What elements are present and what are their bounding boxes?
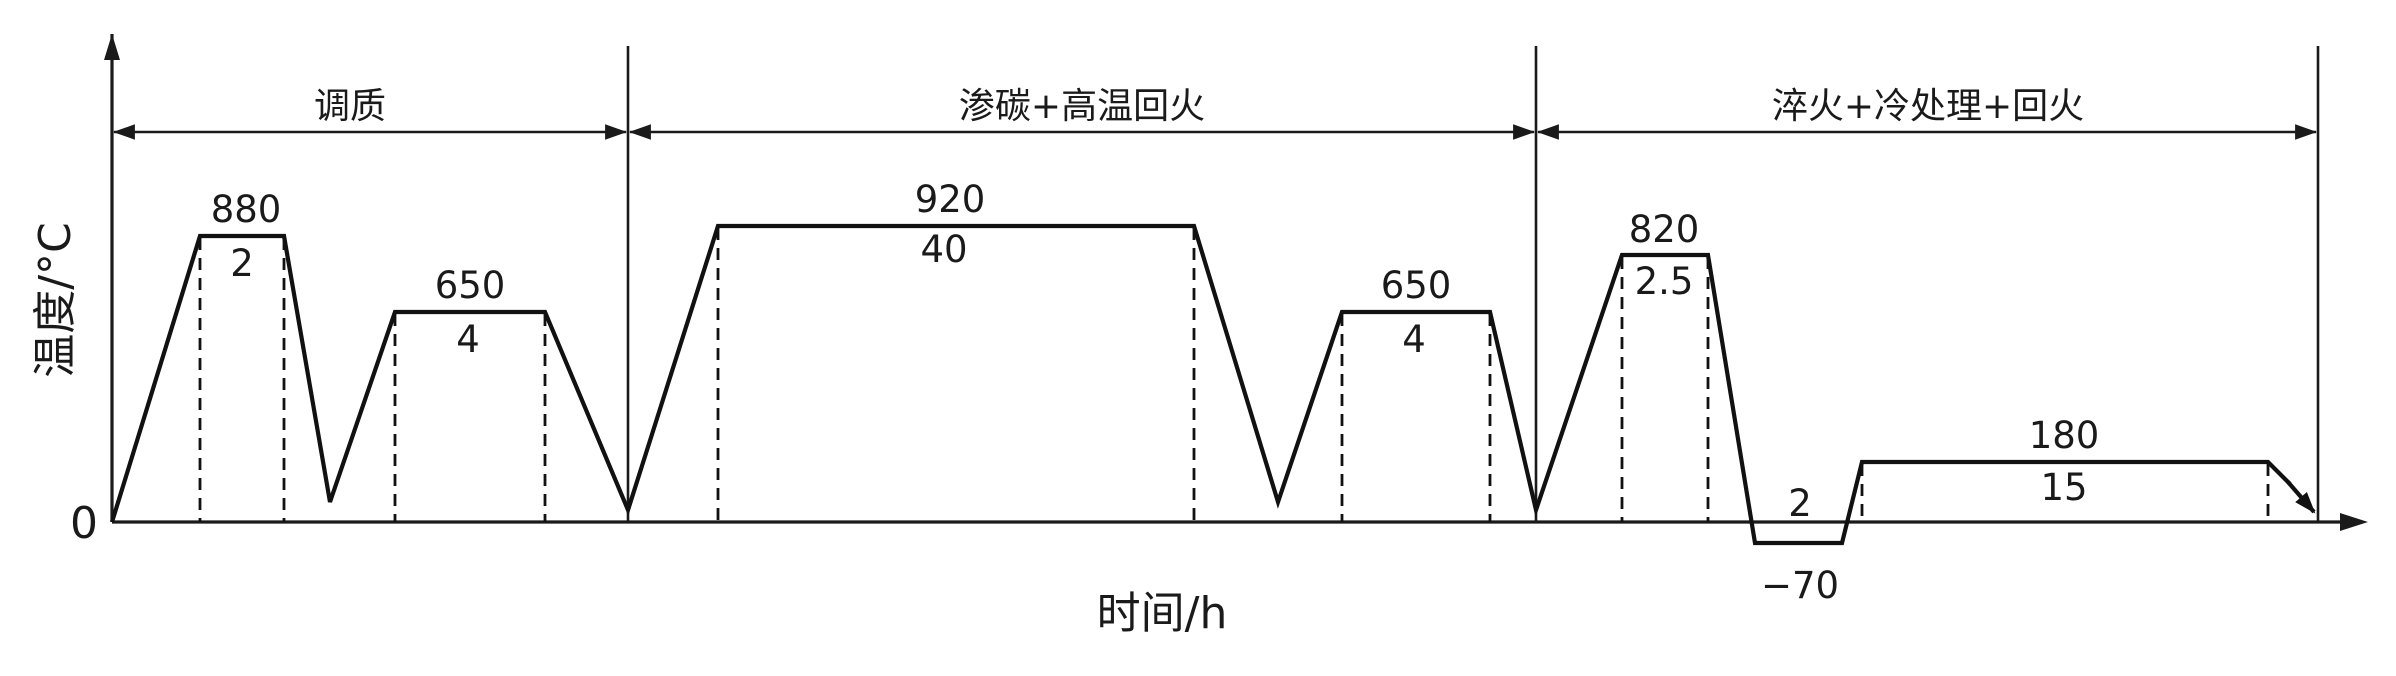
hold-time-label: 4 [1402, 318, 1426, 361]
hold-time-label: 40 [920, 228, 967, 271]
hold-time-label: 2 [1788, 482, 1812, 525]
x-axis-label: 时间/h [1097, 588, 1228, 639]
stage-label-2: 渗碳+高温回火 [959, 86, 1205, 127]
stage-label-3: 淬火+冷处理+回火 [1772, 86, 2084, 127]
y-axis-arrowhead [104, 34, 120, 60]
hold-time-label: 2.5 [1635, 260, 1694, 303]
origin-label: 0 [70, 498, 98, 549]
hold-temp-label: 820 [1629, 208, 1700, 251]
hold-time-label: 15 [2040, 466, 2087, 509]
hold-temp-label: −70 [1761, 564, 1839, 607]
x-axis-arrowhead [2340, 513, 2368, 531]
hold-temp-label: 650 [1381, 264, 1452, 307]
process-curve [109, 223, 2292, 546]
final-cooling-arrow [2286, 480, 2316, 514]
hold-time-label: 4 [456, 318, 480, 361]
hold-temp-label: 880 [211, 188, 282, 231]
stage-label-1: 调质 [314, 86, 386, 127]
hold-temp-label: 650 [435, 264, 506, 307]
hold-temp-label: 180 [2029, 414, 2100, 457]
y-axis-label: 温度/°C [30, 222, 81, 378]
hold-temp-label: 920 [915, 178, 986, 221]
hold-time-label: 2 [230, 242, 254, 285]
